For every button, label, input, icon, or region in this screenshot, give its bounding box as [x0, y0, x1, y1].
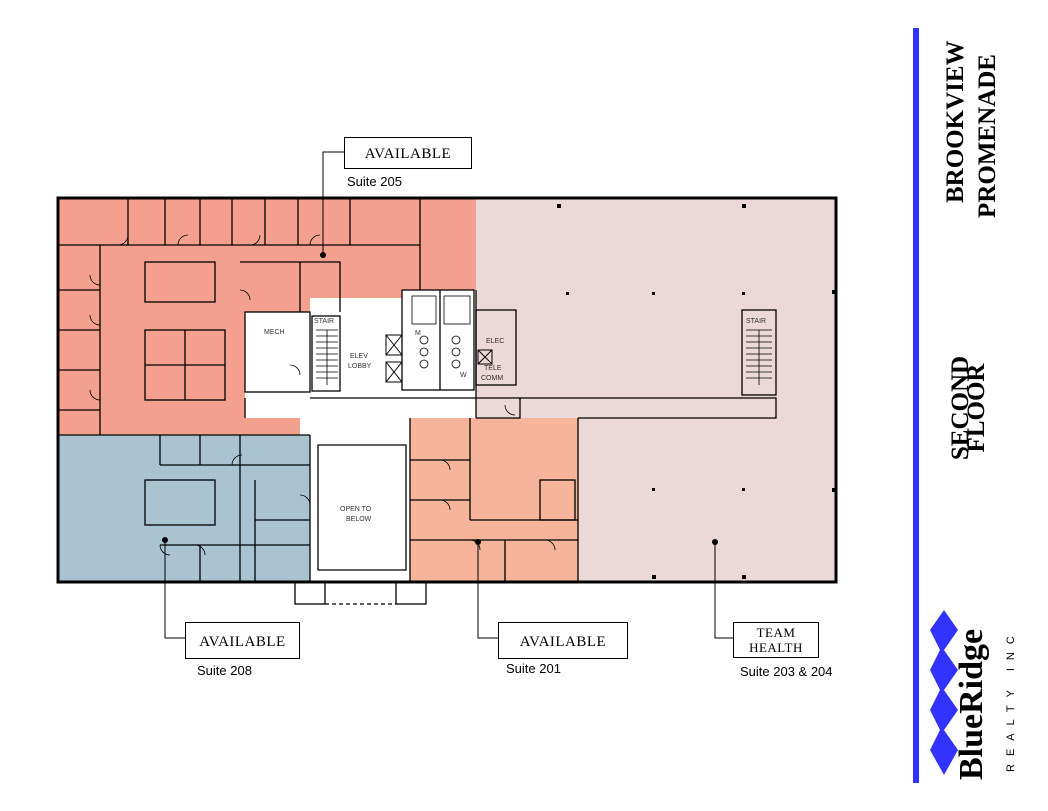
- room-label-open-to: OPEN TO: [340, 506, 372, 513]
- room-label-elec: ELEC: [486, 338, 504, 345]
- callout-suite-201[interactable]: AVAILABLE: [498, 622, 628, 659]
- room-label-stair-right: STAIR: [746, 318, 766, 325]
- callout-suite-203-204[interactable]: TEAM HEALTH: [733, 622, 819, 658]
- building-name-line-2: PROMENADE: [974, 54, 1001, 218]
- restroom-fixtures: [411, 295, 471, 369]
- room-label-mech: MECH: [264, 329, 285, 336]
- room-label-below: BELOW: [346, 516, 372, 523]
- elevators: [385, 334, 493, 383]
- column-marks: [557, 204, 836, 579]
- open-to-below-area: [318, 445, 406, 570]
- door-swings: [89, 234, 556, 556]
- callout-status-line-1: TEAM: [756, 625, 796, 640]
- room-label-lobby: LOBBY: [348, 363, 372, 370]
- suite-label-203-204: Suite 203 & 204: [740, 664, 833, 679]
- blueridge-logo: BlueRidge REALTY INC: [930, 610, 1017, 780]
- suite-205-area[interactable]: [58, 198, 476, 435]
- room-label-stair-left: STAIR: [314, 318, 334, 325]
- callout-status: AVAILABLE: [519, 634, 607, 650]
- callout-suite-205[interactable]: AVAILABLE: [344, 137, 472, 169]
- suite-label-205: Suite 205: [347, 174, 402, 189]
- callout-status: AVAILABLE: [199, 634, 286, 650]
- room-label-elev: ELEV: [350, 353, 368, 360]
- interior-walls: [58, 198, 777, 605]
- callout-status: AVAILABLE: [364, 146, 452, 162]
- callout-status-line-2: HEALTH: [749, 640, 803, 655]
- leader-lines: [164, 151, 733, 639]
- room-label-w: W: [460, 372, 467, 379]
- logo-mountain-mark: [930, 610, 958, 775]
- floor-name-line-2: FLOOR: [963, 363, 990, 453]
- suite-label-201: Suite 201: [506, 661, 561, 676]
- callout-suite-208[interactable]: AVAILABLE: [185, 622, 300, 659]
- building-name-line-1: BROOKVIEW: [942, 40, 969, 203]
- logo-brand: BlueRidge: [953, 629, 990, 780]
- suite-208-area[interactable]: [58, 435, 310, 582]
- suite-201-area[interactable]: [410, 418, 578, 582]
- room-label-tele: TELE: [484, 365, 502, 372]
- outer-walls: [56, 196, 838, 584]
- leader-dots: [162, 252, 718, 545]
- stair-hatching: [316, 329, 772, 385]
- suite-label-208: Suite 208: [197, 663, 252, 678]
- accent-bar: [913, 28, 919, 783]
- room-label-comm: COMM: [481, 375, 503, 382]
- room-label-m: M: [415, 330, 421, 337]
- logo-tagline: REALTY INC: [1005, 628, 1017, 772]
